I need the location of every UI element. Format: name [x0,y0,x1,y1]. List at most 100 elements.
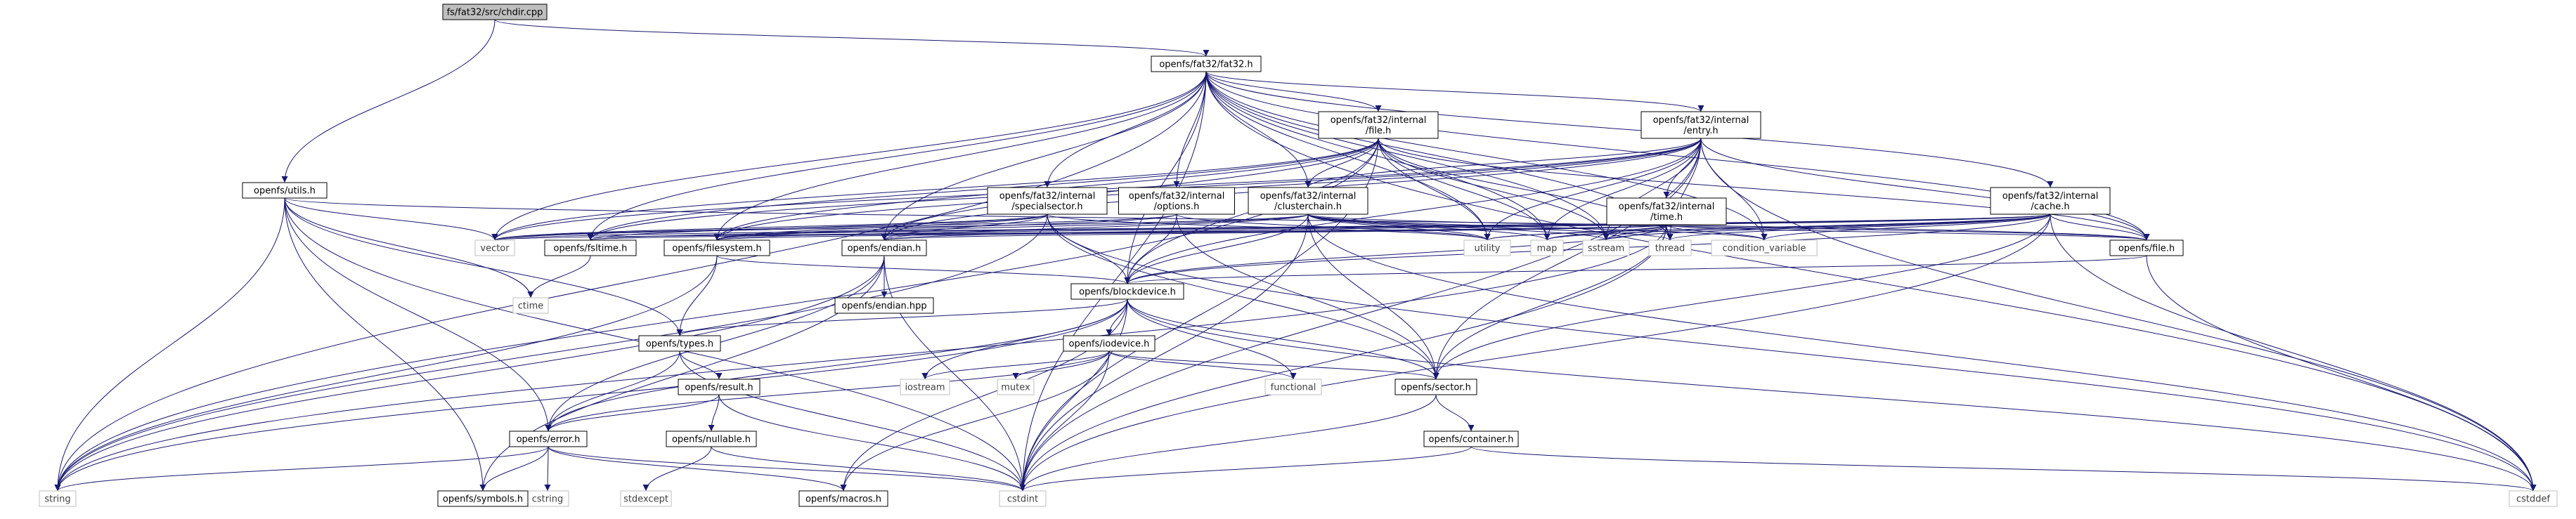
node-box-functional [1264,379,1322,395]
include-edge-blockdev-to-types [676,298,1128,336]
node-cstring: cstring [526,490,569,507]
include-edge-container-to-cstddef [1470,446,2537,492]
node-sector[interactable]: openfs/sector.h [1394,379,1477,395]
include-edge-nullable-to-stdexcept [642,446,712,492]
include-edge-filesystem-to-blockdev [716,255,1131,284]
node-blockdev[interactable]: openfs/blockdevice.h [1070,283,1184,300]
include-edge-cluster-to-condvar [1307,213,1768,241]
node-functional: functional [1264,379,1322,395]
node-label-ctime: ctime [518,301,544,312]
node-label-cluster: /clusterchain.h [1274,202,1342,212]
include-edge-cache-to-file_h [2050,213,2150,241]
include-edge-chdir-to-utils [281,19,496,183]
node-box-vector [474,239,515,256]
node-cstdint: cstdint [999,490,1047,507]
include-edge-utils-to-ctime [284,197,534,298]
node-options[interactable]: openfs/fat32/internal/options.h [1118,187,1235,215]
node-label-endianhpp: openfs/endian.hpp [841,301,926,312]
node-label-macros: openfs/macros.h [805,494,881,505]
node-box-cstdint [999,490,1047,507]
node-cache[interactable]: openfs/fat32/internal/cache.h [1990,187,2111,215]
node-label-cache: openfs/fat32/internal [2002,191,2099,202]
include-edge-cluster-to-map [1307,213,1551,241]
node-label-options: /options.h [1154,202,1200,212]
node-box-condvar [1711,239,1818,256]
node-container[interactable]: openfs/container.h [1423,431,1519,447]
include-edge-utils-to-error [284,197,552,432]
include-edge-iodevice-to-macros [840,350,1110,492]
include-edge-cache-to-endian [881,213,2051,241]
node-label-chdir: fs/fat32/src/chdir.cpp [447,8,543,18]
node-filesystem[interactable]: openfs/filesystem.h [664,239,770,256]
node-label-special: /specialsector.h [1011,202,1082,212]
node-mutex: mutex [997,379,1035,395]
include-edge-fat32-to-options [1173,71,1207,188]
include-edge-fat32-to-cluster [1205,71,1312,188]
include-edge-cluster-to-vector [492,213,1309,241]
node-nullable[interactable]: openfs/nullable.h [666,431,757,447]
include-edge-fat32-to-cache [1205,71,2054,188]
node-box-iostream [900,379,950,395]
include-edge-result-to-cstdint [718,394,1026,492]
node-entry[interactable]: openfs/fat32/internal/entry.h [1640,111,1761,139]
node-error[interactable]: openfs/error.h [509,431,588,447]
include-edge-entry-to-sector [1432,138,1702,380]
node-box-types [638,335,721,352]
node-label-result: openfs/result.h [685,383,753,393]
node-box-sector [1394,379,1477,395]
node-label-endian: openfs/endian.h [848,244,921,254]
include-edge-result-to-error [545,394,720,432]
include-edge-blockdev-to-macros [840,298,1128,492]
include-edge-fat32-to-fsltime [587,71,1207,241]
include-edge-fat32-to-string [54,71,1207,492]
include-edge-cluster-to-endian [881,213,1309,241]
node-cluster[interactable]: openfs/fat32/internal/clusterchain.h [1248,187,1368,215]
node-fsltime[interactable]: openfs/fsltime.h [544,239,637,256]
node-symbols[interactable]: openfs/symbols.h [437,490,529,507]
node-box-error [509,431,588,447]
include-edge-cache-to-thread [1666,213,2051,241]
node-endianhpp[interactable]: openfs/endian.hpp [834,297,934,314]
include-edge-entry-to-thread [1666,138,1702,241]
include-edge-cache-to-cstddef [2050,213,2537,492]
node-label-fat32: openfs/fat32/fat32.h [1159,60,1253,70]
node-chdir[interactable]: fs/fat32/src/chdir.cpp [442,4,548,20]
include-edge-fat32-to-condvar [1205,71,1768,241]
node-label-string: string [44,494,70,505]
node-types[interactable]: openfs/types.h [638,335,721,352]
node-utils[interactable]: openfs/utils.h [242,182,328,199]
node-label-vector: vector [480,244,510,254]
include-edge-types-to-result [679,350,723,380]
include-edge-error-to-symbols [479,446,549,492]
node-special[interactable]: openfs/fat32/internal/specialsector.h [987,187,1108,215]
node-time_i[interactable]: openfs/fat32/internal/time.h [1606,197,1727,225]
dependency-edges [54,19,2537,492]
node-box-iodevice [1063,335,1156,352]
node-box-utility [1463,239,1511,256]
node-file_h[interactable]: openfs/file.h [2109,239,2184,256]
include-edge-time_i-to-endian [881,224,1667,241]
node-label-file_i: openfs/fat32/internal [1331,115,1427,126]
node-label-file_i: /file.h [1366,126,1392,136]
node-box-cstddef [2509,490,2558,507]
node-fat32[interactable]: openfs/fat32/fat32.h [1151,55,1262,72]
include-edge-entry-to-cluster [1305,138,1702,188]
node-label-thread: thread [1655,244,1685,254]
include-edge-fat32-to-file_i [1205,71,1382,112]
node-label-special: openfs/fat32/internal [999,191,1096,202]
node-iodevice[interactable]: openfs/iodevice.h [1063,335,1156,352]
include-edge-utils-to-string [54,197,285,492]
include-edge-fsltime-to-ctime [527,255,591,298]
node-result[interactable]: openfs/result.h [678,379,760,395]
node-label-functional: functional [1271,383,1316,393]
node-file_i[interactable]: openfs/fat32/internal/file.h [1318,111,1439,139]
include-edge-types-to-error [545,350,680,432]
node-box-stdexcept [620,490,672,507]
node-label-condvar: condition_variable [1722,244,1806,254]
include-edge-options-to-vector [492,213,1177,241]
include-edge-iodevice-to-error [545,350,1110,432]
node-macros[interactable]: openfs/macros.h [798,490,888,507]
node-endian[interactable]: openfs/endian.h [841,239,927,256]
node-box-symbols [437,490,529,507]
